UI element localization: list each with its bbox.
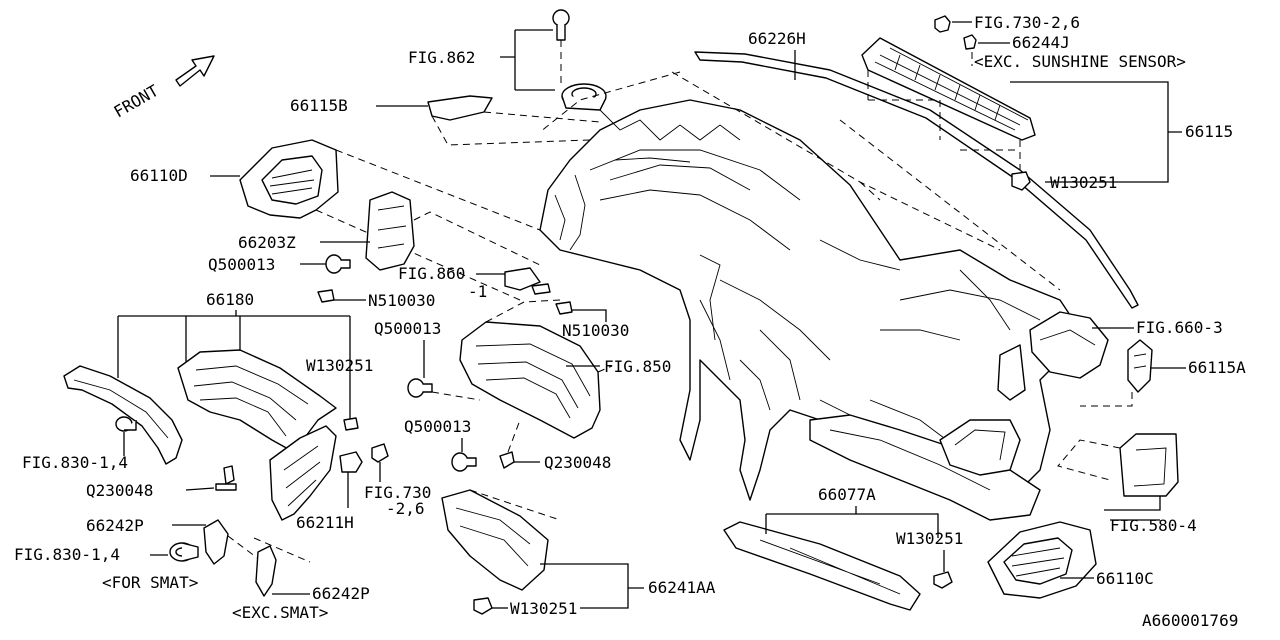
part-66180-bracket bbox=[117, 310, 351, 420]
switch-dash bbox=[413, 211, 541, 266]
clip-icon-w130251-bottom bbox=[473, 597, 493, 615]
defroster-grille-66115 bbox=[861, 37, 1036, 170]
part-66077A-label: 66077A bbox=[818, 485, 876, 504]
part-66180-label: 66180 bbox=[206, 290, 254, 309]
meter-visor-66180 bbox=[177, 349, 337, 451]
part-66241AA-label: 66241AA bbox=[648, 578, 716, 597]
combination-meter-fig850 bbox=[459, 299, 613, 439]
fig-730-low-label-a: FIG.730 bbox=[364, 483, 431, 502]
p66115A-dash bbox=[1080, 392, 1133, 407]
fig-730-low-label-b: -2,6 bbox=[386, 499, 425, 518]
q230048-left-label: Q230048 bbox=[86, 481, 153, 500]
panel-dash-guides bbox=[539, 71, 1061, 291]
for-smat-label: <FOR SMAT> bbox=[102, 573, 198, 592]
part-66226H-label: 66226H bbox=[748, 29, 806, 48]
w130251-bottom-label: W130251 bbox=[510, 599, 577, 618]
part-66115-bracket bbox=[1010, 81, 1182, 183]
n510030-mid-leader bbox=[572, 309, 607, 322]
q230048-right-label: Q230048 bbox=[544, 453, 611, 472]
socket-icon-fig830-low bbox=[169, 542, 199, 562]
under-cover-66077A bbox=[723, 521, 921, 611]
cover-66242P-a bbox=[203, 519, 229, 565]
part-66211H-label: 66211H bbox=[296, 513, 354, 532]
fig-730-26-top-label: FIG.730-2,6 bbox=[974, 13, 1080, 32]
fig-580-4-dash bbox=[1057, 439, 1121, 481]
fig-580-4-label: FIG.580-4 bbox=[1110, 516, 1197, 535]
fig-860-label-a: FIG.860 bbox=[398, 264, 465, 283]
clip-icon-w130251-right bbox=[1011, 171, 1031, 191]
side-vent-66110D bbox=[239, 139, 541, 301]
w130251-low-label: W130251 bbox=[896, 529, 963, 548]
n510030-mid-label: N510030 bbox=[562, 321, 629, 340]
part-66115B-label: 66115B bbox=[290, 96, 348, 115]
q500013-left-label: Q500013 bbox=[208, 255, 275, 274]
clip-icon-w130251-low bbox=[933, 571, 953, 589]
q500013-low-label: Q500013 bbox=[404, 417, 471, 436]
part-66077A-bracket bbox=[765, 506, 939, 538]
side-vent-66110C bbox=[987, 521, 1097, 599]
q500013-mid-label: Q500013 bbox=[374, 319, 441, 338]
screw-icon-q500013-mid bbox=[407, 378, 433, 398]
part-66115-label: 66115 bbox=[1185, 122, 1233, 141]
fig-830-14-a-label: FIG.830-1,4 bbox=[22, 453, 128, 472]
meter-screw-dash bbox=[431, 391, 521, 453]
screw-icon-q500013-left bbox=[325, 254, 351, 274]
part-66241AA-bracket bbox=[540, 563, 644, 609]
switch-icon-66211H bbox=[339, 451, 363, 473]
part-66115A-label: 66115A bbox=[1188, 358, 1246, 377]
cover-66242P-b bbox=[255, 545, 277, 597]
part-66110D-label: 66110D bbox=[130, 166, 188, 185]
instrument-panel-main-body bbox=[539, 51, 1139, 521]
exc-sunshine-sensor-label: <EXC. SUNSHINE SENSOR> bbox=[974, 52, 1186, 71]
front-direction-arrow-icon bbox=[175, 55, 215, 87]
clip-icon-66244J bbox=[963, 34, 977, 50]
switch-66203Z bbox=[365, 191, 415, 271]
screw-icon-q500013-low bbox=[451, 452, 477, 472]
panel-fig580-4 bbox=[1119, 433, 1179, 497]
cover-66115B bbox=[427, 95, 601, 146]
fig-860-label-b: -1 bbox=[468, 282, 487, 301]
part-66242P-b-label: 66242P bbox=[312, 584, 370, 603]
screw-icon-q230048-right bbox=[499, 451, 515, 469]
part-66203Z-label: 66203Z bbox=[238, 233, 296, 252]
q230048-left-leader bbox=[185, 487, 215, 491]
w130251-right-label: W130251 bbox=[1050, 173, 1117, 192]
socket-icon-fig830-top bbox=[115, 416, 137, 432]
exc-smat-label: <EXC.SMAT> bbox=[232, 603, 328, 622]
clip-icon-fig730-top bbox=[934, 15, 951, 33]
clip-icon-n510030-left bbox=[317, 289, 335, 303]
fig-580-4-leader bbox=[1104, 496, 1161, 521]
n510030-left-label: N510030 bbox=[368, 291, 435, 310]
meter-bezel-ring bbox=[63, 365, 183, 465]
cover-66115A bbox=[1127, 339, 1153, 393]
clip-icon-fig730-low bbox=[371, 443, 389, 463]
fig-830-14-b-label: FIG.830-1,4 bbox=[14, 545, 120, 564]
w130251-mid-label: W130251 bbox=[306, 356, 373, 375]
fig-862-leader bbox=[500, 29, 555, 91]
speaker-assembly bbox=[552, 9, 607, 111]
connector-fig860 bbox=[504, 267, 551, 295]
part-66242P-a-label: 66242P bbox=[86, 516, 144, 535]
lower-cover-66211H bbox=[269, 425, 337, 521]
fig-660-3-label: FIG.660-3 bbox=[1136, 318, 1223, 337]
front-label: FRONT bbox=[111, 81, 163, 122]
clip-icon-w130251-mid bbox=[343, 417, 359, 431]
lower-panel-dash bbox=[469, 489, 561, 521]
fig-862-label: FIG.862 bbox=[408, 48, 475, 67]
smat-dash bbox=[227, 535, 311, 563]
fig-850-label: FIG.850 bbox=[604, 357, 671, 376]
clip-icon-n510030-mid bbox=[555, 301, 573, 315]
part-66244J-label: 66244J bbox=[1012, 33, 1070, 52]
lower-panel-66241AA bbox=[441, 489, 549, 591]
part-66110C-label: 66110C bbox=[1096, 569, 1154, 588]
screw-icon-q230048-left bbox=[215, 465, 237, 491]
catalog-number: A660001769 bbox=[1142, 611, 1238, 630]
